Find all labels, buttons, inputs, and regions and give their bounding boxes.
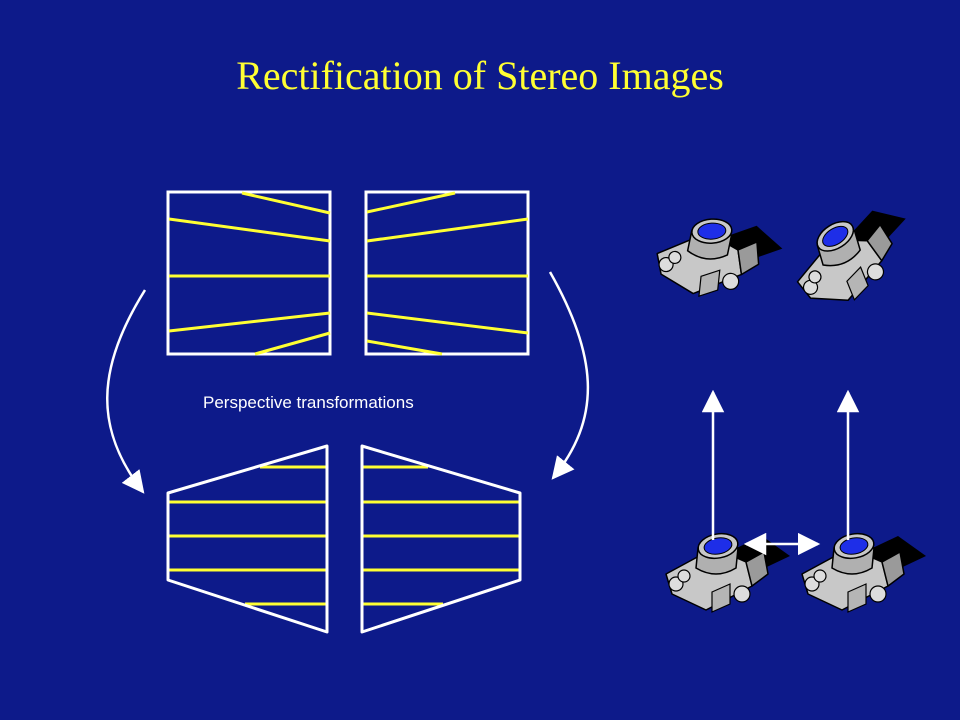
right-curved-arrow: [548, 271, 590, 480]
original-right-image: [364, 190, 530, 356]
rectified-left-image: [166, 444, 329, 634]
camera-icon: [652, 209, 786, 306]
perspective-caption: Perspective transformations: [203, 393, 414, 412]
slide-title: Rectification of Stereo Images: [236, 53, 724, 98]
camera-icon: [780, 194, 928, 318]
left-curved-arrow: [106, 289, 147, 494]
camera-icon: [801, 529, 927, 613]
original-left-image: [166, 190, 332, 356]
rectified-right-image: [360, 444, 522, 634]
